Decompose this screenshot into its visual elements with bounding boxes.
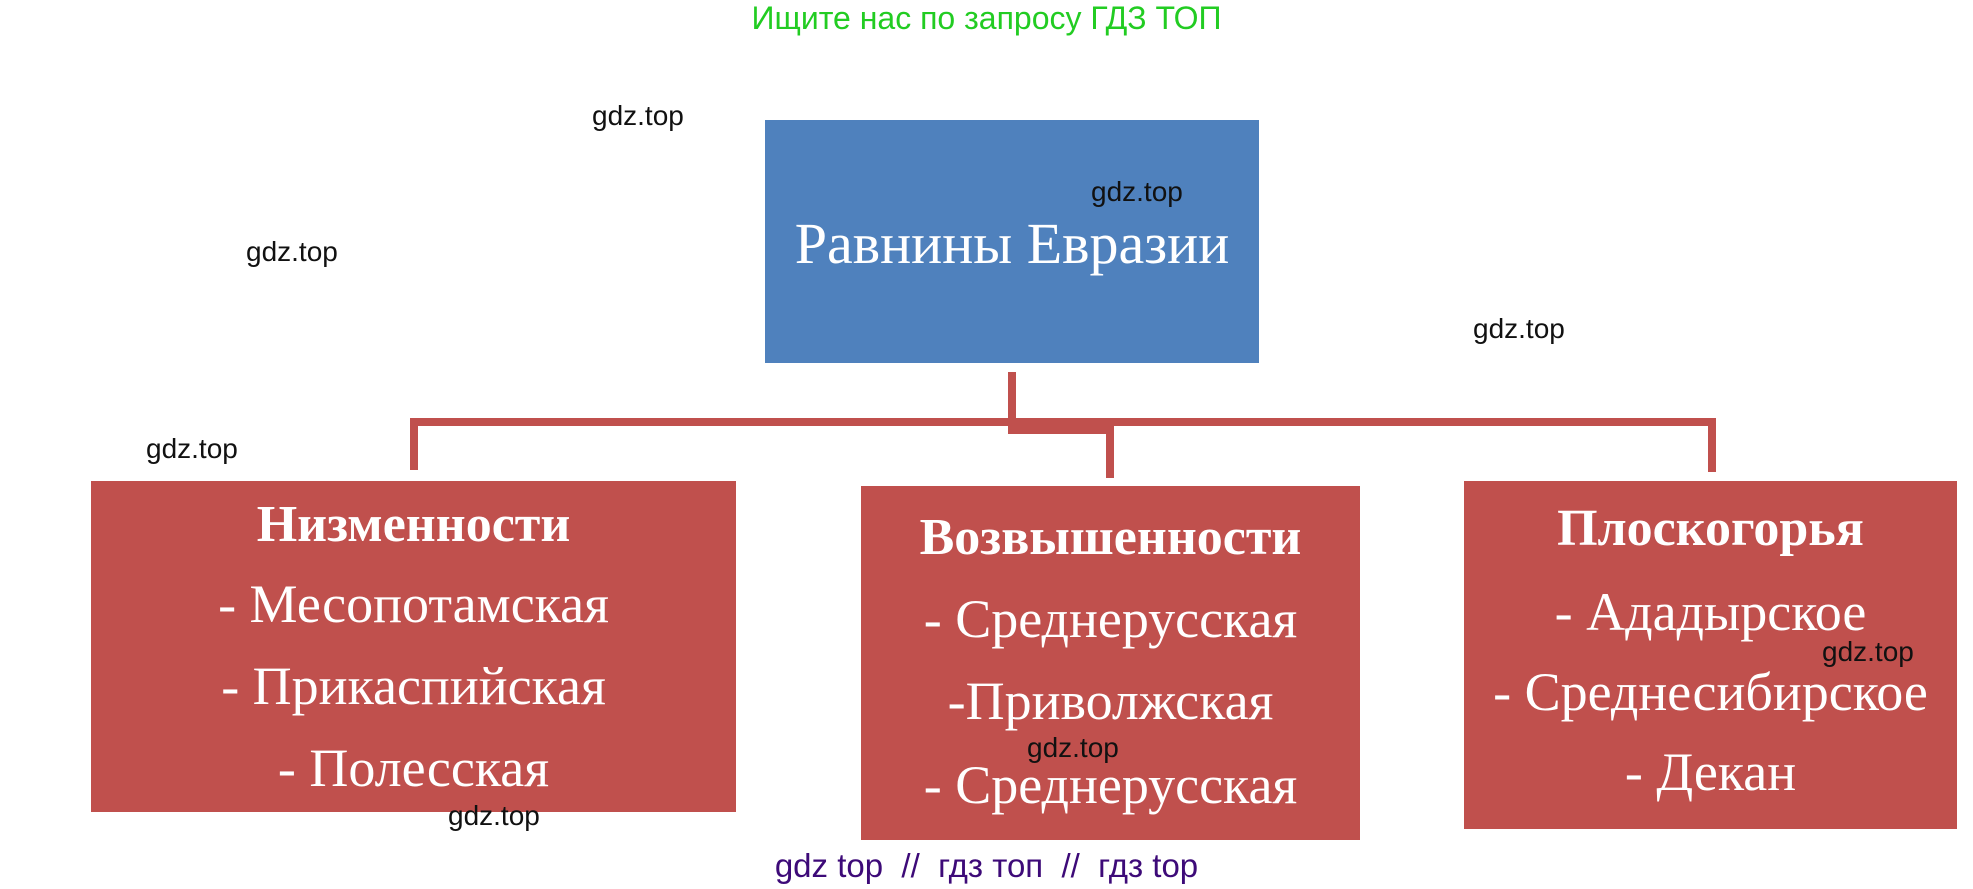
list-item: - Среднерусская [923,755,1298,815]
node-title: Возвышенности [919,509,1302,566]
list-item: - Месопотамская [218,574,609,634]
root-node-eurasia-plains: Равнины Евразии [765,120,1259,363]
watermark: gdz.top [448,800,540,831]
list-item: - Среднерусская [923,589,1298,649]
node-title: Низменности [256,496,571,553]
node-title: Плоскогорья [1557,500,1864,557]
list-item: - Прикаспийская [221,656,606,716]
watermark: gdz.top [1473,313,1565,344]
watermark: gdz.top [1822,636,1914,667]
watermark: gdz.top [1027,732,1119,763]
connector-horizontal-bar [410,418,1716,426]
list-item: - Декан [1624,742,1797,802]
search-hint-banner: Ищите нас по запросу ГДЗ ТОП [751,0,1222,36]
connector-stem-left [410,418,418,470]
watermark: gdz.top [592,100,684,131]
node-plateaus: Плоскогорья - Ададырское - Среднесибирск… [1464,481,1957,829]
list-item: - Полесская [277,738,550,798]
list-item: - Среднесибирское [1493,662,1928,722]
connector-stem-right [1708,418,1716,472]
watermark: gdz.top [146,433,238,464]
list-item: -Приволжская [947,671,1274,731]
root-node-label: Равнины Евразии [794,211,1230,276]
node-lowlands: Низменности - Месопотамская - Прикаспийс… [91,481,736,812]
watermark: gdz.top [1091,176,1183,207]
footer-watermark-links: gdz top // гдз топ // гдз top [774,847,1199,884]
connector-stem-middle [1106,424,1114,478]
list-item: - Ададырское [1554,582,1867,642]
node-uplands: Возвышенности - Среднерусская -Приволжск… [861,486,1360,840]
connector-center-thick [1008,424,1114,434]
connector-root-stem [1008,372,1016,432]
watermark: gdz.top [246,236,338,267]
